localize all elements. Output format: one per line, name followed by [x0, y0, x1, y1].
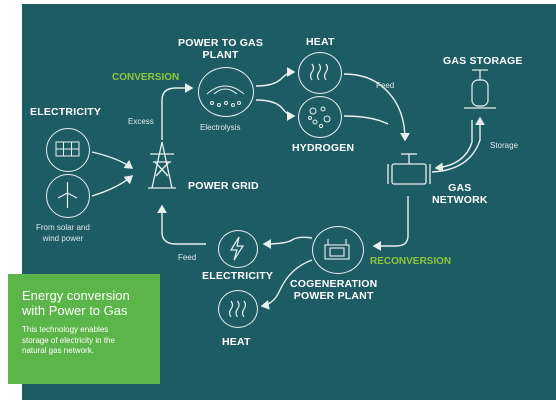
gas-valve-icon — [387, 153, 431, 185]
heat-circle-bottom — [218, 290, 258, 328]
solar-panel-circle — [46, 128, 90, 172]
electricity-label-left: ELECTRICITY — [30, 106, 102, 118]
storage-label: Storage — [490, 141, 519, 150]
arrow-from-storage — [434, 120, 473, 173]
arrow-wind-to-grid — [91, 175, 134, 197]
gas-storage-label: GAS STORAGE — [443, 55, 523, 67]
power-pylon-icon — [148, 141, 176, 189]
solar-panel-icon — [55, 141, 80, 157]
cogeneration-label: COGENERATION POWER PLANT — [290, 278, 378, 302]
info-box-text: This technology enables storage of elect… — [22, 325, 115, 355]
wind-turbine-circle — [46, 174, 90, 218]
arrow-plant-to-heat — [255, 67, 296, 87]
wind-turbine-icon — [57, 182, 78, 208]
electricity-label-bottom: ELECTRICITY — [202, 270, 274, 282]
arrow-electricity-to-grid — [91, 151, 134, 169]
hydrogen-molecules-icon — [308, 106, 331, 129]
arrow-cogen-to-heat — [260, 259, 313, 310]
lightning-icon — [229, 236, 245, 261]
arrow-to-storage — [431, 116, 485, 173]
arrow-network-to-cogen — [372, 196, 409, 251]
cogeneration-plant-icon — [324, 239, 350, 260]
heat-circle-top — [298, 52, 342, 94]
electricity-circle-bottom — [218, 230, 258, 268]
cogeneration-circle — [312, 226, 364, 274]
arrow-plant-to-hydrogen — [255, 99, 296, 121]
heat-label-top: HEAT — [306, 36, 335, 48]
gas-network-label: GAS NETWORK — [432, 182, 488, 206]
electrolysis-circle — [198, 67, 254, 117]
arrow-cogen-to-electricity — [262, 236, 313, 249]
info-box-title: Energy conversion with Power to Gas — [22, 288, 130, 318]
arrow-excess — [161, 83, 194, 140]
hydrogen-circle — [298, 96, 342, 138]
arrow-feed-top — [343, 73, 410, 142]
heat-waves-icon-bottom — [228, 300, 247, 318]
hydrogen-label: HYDROGEN — [292, 142, 355, 154]
conversion-label: CONVERSION — [112, 72, 180, 83]
from-solar-wind-text: From solar and wind power — [36, 223, 90, 243]
power-to-gas-plant-label: POWER TO GAS PLANT — [178, 37, 264, 61]
feed-label-top: Feed — [376, 81, 395, 90]
heat-label-bottom: HEAT — [222, 336, 251, 348]
heat-waves-icon — [309, 63, 329, 81]
electrolysis-icon — [206, 85, 245, 107]
arrow-feed-bottom — [157, 204, 206, 245]
reconversion-label: RECONVERSION — [370, 256, 452, 267]
power-grid-label: POWER GRID — [188, 180, 259, 192]
feed-label-bottom: Feed — [178, 253, 197, 262]
electrolysis-label: Electrolysis — [200, 123, 241, 132]
excess-label: Excess — [128, 117, 154, 126]
info-box: Energy conversion with Power to Gas This… — [8, 274, 160, 384]
gas-tank-icon — [464, 69, 496, 109]
